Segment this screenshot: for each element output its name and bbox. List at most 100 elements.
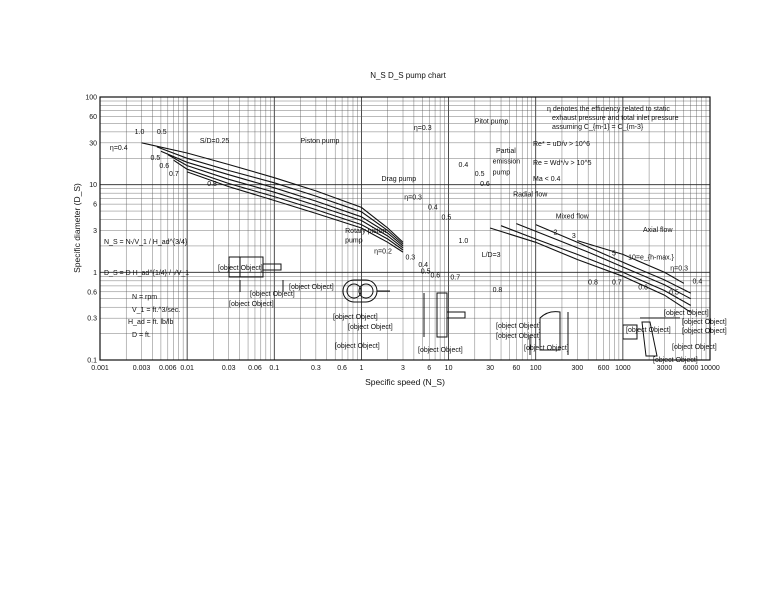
y-tick-label: 60 [89,114,97,121]
formula-line: H_ad = ft. lb/lb [128,319,173,326]
curve-label: 0.8 [588,279,598,286]
rotor-right [358,283,374,299]
drag-pump-sketch [423,292,466,338]
curve-label: Mixed flow [556,214,590,221]
x-tick-label: 0.3 [311,365,321,372]
y-tick-label: 6 [93,202,97,209]
curve-label: η=0.3 [670,265,688,272]
x-tick-label: 3 [401,365,405,372]
curve-label: 0.7 [612,279,622,286]
inset-label: [object Object] [682,328,727,335]
y-tick-label: 0.3 [87,316,97,323]
y-tick-label: 100 [85,95,97,102]
x-tick-label: 60 [512,365,520,372]
curve-label: S/D=0.25 [200,138,229,145]
x-tick-label: 100 [530,365,542,372]
y-tick-label: 10 [89,182,97,189]
curve-label: 0.5 [669,289,679,296]
y-tick-label: 3 [93,228,97,235]
note-line: Ma < 0.4 [533,176,561,183]
plot-frame [99,96,711,361]
drag-disc [436,292,448,338]
inset-label: [object Object] [289,284,334,291]
piston-rod [262,263,282,271]
inset-label: [object Object] [672,344,717,351]
efficiency-curve [167,154,404,249]
formula-line: D = ft. [132,332,151,339]
x-tick-label: 0.03 [222,365,236,372]
radial-impeller [539,311,561,351]
curve-label: 0.6 [430,273,440,280]
curve-label: Pitot pump [475,118,509,125]
curve-label: 0.6 [159,163,169,170]
inset-label: [object Object] [664,310,709,317]
x-tick-label: 0.001 [91,365,109,372]
efficiency-curve [577,240,685,284]
efficiency-curve [489,227,692,313]
curve-label: L/D=3 [482,252,501,259]
curve-label: 0.5 [421,268,431,275]
inset-label: [object Object] [348,324,393,331]
x-tick-label: 6 [427,365,431,372]
x-tick-label: 0.06 [248,365,262,372]
curve-label: emission [493,158,521,165]
curve-label: η=0.4 [110,145,128,152]
curve-label: 0.4 [428,205,438,212]
y-tick-label: 30 [89,140,97,147]
curve-label: 1.0 [459,238,469,245]
inset-label: [object Object] [418,347,463,354]
grid [99,97,710,361]
rotor-left [346,283,362,299]
x-tick-label: 0.01 [180,365,194,372]
y-axis-label: Specific diameter (D_S) [72,183,82,273]
x-tick-label: 1 [359,365,363,372]
inset-label: [object Object] [229,301,274,308]
curve-label: Axial flow [643,227,674,234]
axial-blade [641,321,658,357]
curve-label: 10=e_{h-max.} [628,255,674,262]
curve-label: 2 [554,230,558,237]
efficiency-curve [535,224,691,294]
curve-label: pump [345,237,363,244]
x-tick-label: 0.006 [159,365,177,372]
formula-line: V_1 = ft.^3/sec. [132,307,180,314]
curve-label: 0.8 [493,287,503,294]
rotary-piston-pump-sketch [342,279,390,303]
efficiency-curve [186,171,404,253]
curve-label: Rotary piston [345,228,386,235]
formula-line: N = rpm [132,294,157,301]
x-tick-label: 3000 [657,365,673,372]
y-tick-label: 0.1 [87,358,97,365]
inset-label: [object Object] [496,323,541,330]
x-tick-label: 10000 [700,365,720,372]
curve-label: pump [493,170,511,177]
curve-label: 0.5 [157,129,167,136]
efficiency-curve [173,159,404,251]
x-tick-label: 30 [486,365,494,372]
efficiency-curve [156,146,404,245]
note-line: η denotes the efficiency related to stat… [547,106,670,113]
y-tick-label: 0.6 [87,289,97,296]
curve-label: 0.4 [693,278,703,285]
curve-label: 5 [612,251,616,258]
axial-hub [622,324,638,340]
efficiency-curve [516,223,691,300]
curve-label: 0.5 [442,215,452,222]
x-axis-label: Specific speed (N_S) [365,377,445,387]
inset-label: [object Object] [335,343,380,350]
x-tick-label: 0.003 [133,365,151,372]
curve-label: 0.5 [475,171,485,178]
x-tick-label: 300 [571,365,583,372]
curve-label: Piston pump [301,138,340,145]
formula-line: N_S = N√V_1 / H_ad^{3/4} [104,238,188,246]
note-line: Re* = uD/ν > 10^6 [533,141,590,148]
curve-label: 0.5 [151,155,161,162]
curve-label: 0.3 [405,255,415,262]
piston-pump-sketch [228,256,284,292]
note-line: Re = Wd*/ν > 10^5 [533,160,592,167]
inset-label: [object Object] [218,265,263,272]
axial-pump-sketch [622,317,680,357]
radial-pump-sketch [529,311,569,355]
curve-label: 0.7 [169,171,179,178]
